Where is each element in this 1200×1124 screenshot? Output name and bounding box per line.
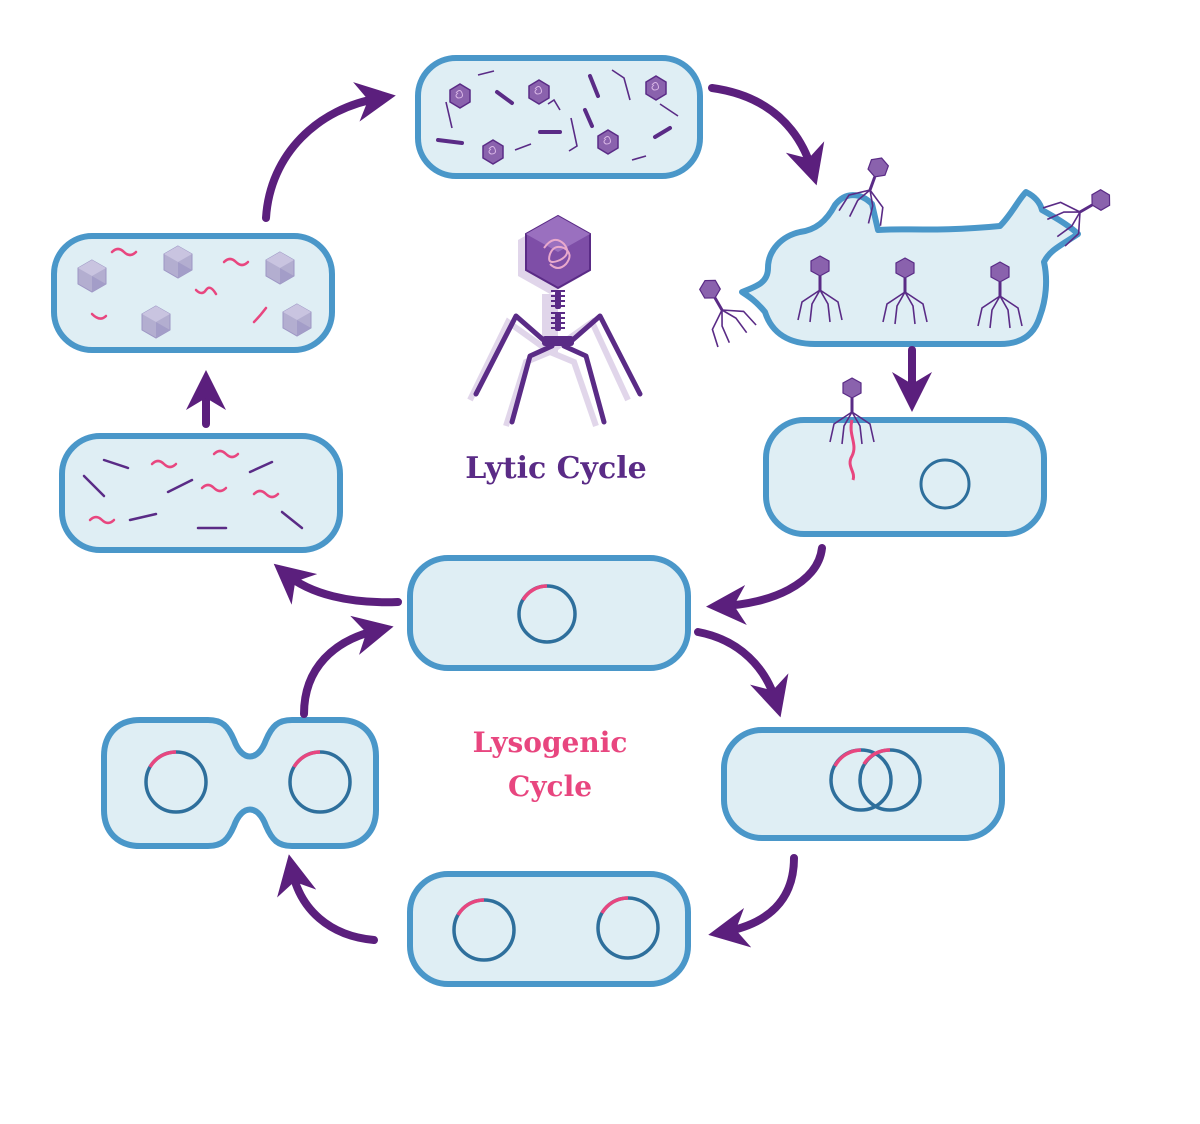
arrow-to-replicated-prophage xyxy=(708,854,798,948)
lysogenic-cycle-label-line2: Cycle xyxy=(508,770,592,803)
phage-dna-strands xyxy=(90,247,268,324)
recombination-cell xyxy=(721,727,1005,841)
tail-fragments xyxy=(82,458,304,530)
tail-fibers xyxy=(445,69,679,161)
lysogenic-cycle-label: Lysogenic xyxy=(473,726,628,759)
phage-tail-fibers xyxy=(473,313,643,425)
capsid-assembly-cell xyxy=(51,233,335,353)
phage-dna-segment xyxy=(148,750,177,768)
arrow-to-integration-from-division xyxy=(300,615,394,718)
phage-dna-segment xyxy=(292,750,321,768)
attachment-cell xyxy=(684,149,1122,351)
free-phage xyxy=(684,268,759,351)
arrow-to-integration xyxy=(706,544,826,625)
replication-cell xyxy=(59,433,343,553)
bacterial-chromosome xyxy=(919,458,971,510)
assembled-phage-tails xyxy=(436,74,672,145)
phage-dna-fragments xyxy=(88,449,280,525)
integration-cell xyxy=(407,555,691,671)
assembled-phages-cell xyxy=(415,55,703,179)
phage-dna-segment xyxy=(862,748,891,766)
bacteriophage-illustration xyxy=(467,214,643,427)
phage-dna-segment xyxy=(456,898,485,916)
arrow-to-recombination xyxy=(694,628,789,718)
cycle-arrows xyxy=(186,82,932,948)
replicated-prophage-cell xyxy=(407,871,691,987)
arrow-to-attachment xyxy=(708,84,825,186)
injection-cell xyxy=(763,376,1047,537)
arrow-to-dividing-cell xyxy=(277,854,378,944)
phage-dna-segment xyxy=(833,748,862,767)
injected-phage-dna xyxy=(848,419,856,481)
phage-dna-segment xyxy=(521,584,548,601)
phage-genome xyxy=(543,238,571,269)
dividing-cell xyxy=(101,717,379,849)
arrow-to-assembled-phages xyxy=(262,82,396,222)
arrow-to-replication xyxy=(273,563,402,607)
phage-dna-segment xyxy=(600,896,629,914)
lytic-cycle-label: Lytic Cycle xyxy=(465,451,646,486)
